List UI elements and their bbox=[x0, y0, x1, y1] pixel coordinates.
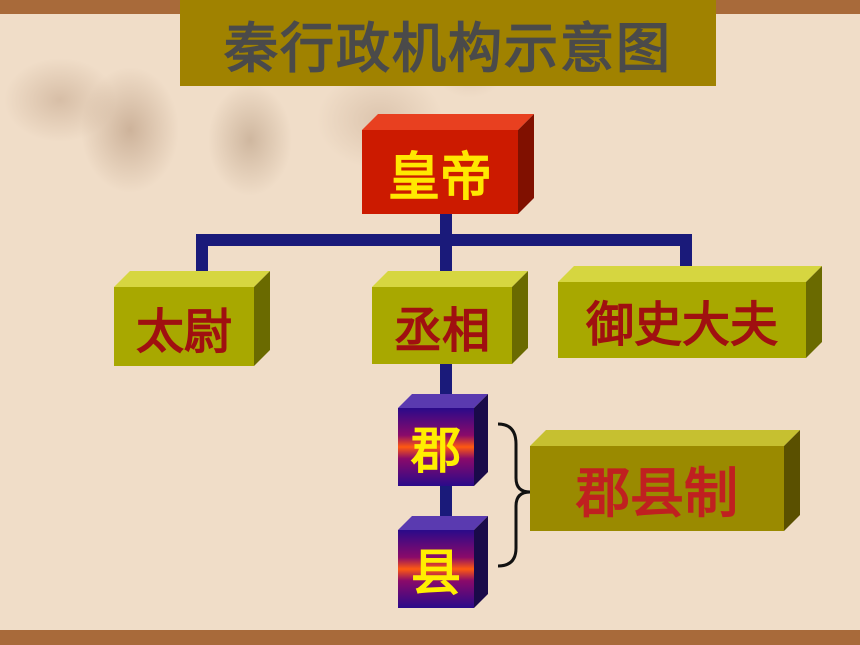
emperor-box bbox=[362, 114, 534, 214]
jun-box bbox=[398, 394, 488, 486]
connector-right-drop bbox=[680, 234, 692, 272]
bottom-border-bar bbox=[0, 630, 860, 645]
chengxiang-box bbox=[372, 271, 528, 364]
title-banner: 秦行政机构示意图 bbox=[180, 0, 716, 86]
system-box bbox=[530, 430, 800, 531]
chengxiang-label: 丞相 bbox=[393, 302, 490, 359]
xian-label: 县 bbox=[411, 544, 461, 602]
taiwei-box bbox=[114, 271, 270, 366]
page-title: 秦行政机构示意图 bbox=[224, 16, 672, 80]
taiwei-label: 太尉 bbox=[135, 303, 232, 360]
yushidafu-label: 御史大夫 bbox=[585, 297, 778, 353]
connector-left-drop bbox=[196, 234, 208, 274]
yushidafu-box bbox=[558, 266, 822, 358]
system-label: 郡县制 bbox=[576, 462, 738, 525]
xian-box bbox=[398, 516, 488, 608]
jun-label: 郡 bbox=[411, 422, 461, 480]
bracket-brace bbox=[497, 422, 531, 568]
connector-middle-drop bbox=[440, 234, 452, 274]
emperor-label: 皇帝 bbox=[387, 147, 492, 208]
